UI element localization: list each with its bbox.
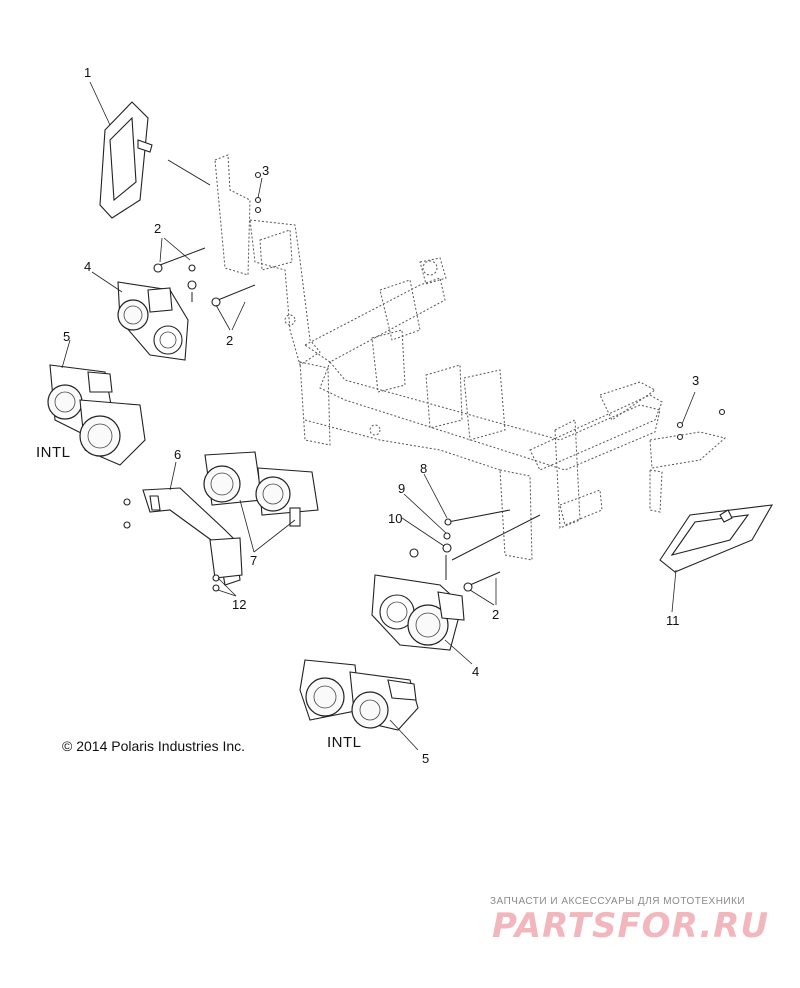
watermark-tagline: ЗАПЧАСТИ И АКСЕССУАРЫ ДЛЯ МОТОТЕХНИКИ bbox=[490, 896, 746, 907]
callout-10: 10 bbox=[388, 511, 403, 526]
callout-2-upper-left: 2 bbox=[154, 221, 162, 236]
intl-label-upper: INTL bbox=[36, 444, 71, 461]
callout-5-upper: 5 bbox=[63, 329, 71, 344]
callout-4-lower: 4 bbox=[472, 664, 480, 679]
callout-9: 9 bbox=[398, 481, 406, 496]
intl-label-lower: INTL bbox=[327, 734, 362, 751]
callout-2-upper-mid: 2 bbox=[226, 333, 234, 348]
headlight-assembly-upper bbox=[117, 281, 189, 361]
callout-7: 7 bbox=[250, 553, 258, 568]
callout-1: 1 bbox=[84, 65, 92, 80]
headlight-intl-lower bbox=[299, 659, 419, 731]
callout-2-lower: 2 bbox=[492, 607, 500, 622]
mounting-bracket bbox=[142, 487, 243, 586]
callout-12: 12 bbox=[232, 597, 247, 612]
callout-3-upper: 3 bbox=[262, 163, 270, 178]
headlight-bezel-left bbox=[99, 101, 211, 219]
callout-4-upper: 4 bbox=[84, 259, 92, 274]
leader-lines bbox=[61, 81, 696, 751]
watermark-logo: PARTSFOR.RU bbox=[492, 906, 770, 946]
headlight-intl-upper bbox=[47, 364, 146, 466]
headlight-assembly-lower bbox=[371, 574, 465, 651]
callout-3-right: 3 bbox=[692, 373, 700, 388]
callout-6: 6 bbox=[174, 447, 182, 462]
fasteners bbox=[123, 171, 726, 592]
auxiliary-lights bbox=[203, 451, 319, 527]
callout-5-lower: 5 bbox=[422, 751, 430, 766]
vehicle-frame bbox=[214, 154, 727, 561]
headlight-bezel-right bbox=[659, 504, 774, 573]
copyright-notice: © 2014 Polaris Industries Inc. bbox=[62, 738, 246, 754]
callout-8: 8 bbox=[420, 461, 428, 476]
callout-11: 11 bbox=[666, 613, 680, 628]
